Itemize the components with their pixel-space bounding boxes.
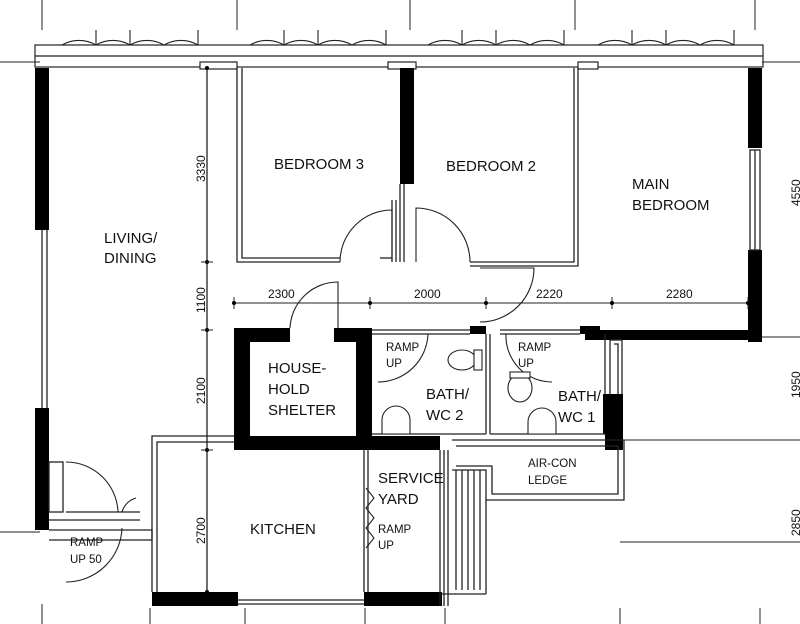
structural-walls bbox=[35, 68, 762, 606]
dim-2220: 2220 bbox=[536, 287, 563, 301]
dim-2100: 2100 bbox=[194, 377, 208, 404]
dim-2300: 2300 bbox=[268, 287, 295, 301]
label-air-con: AIR-CON bbox=[528, 458, 577, 470]
dim-2280: 2280 bbox=[666, 287, 693, 301]
label-wc-1: WC 1 bbox=[558, 409, 596, 426]
dim-4550: 4550 bbox=[789, 179, 800, 206]
label-bedroom-3: BEDROOM 3 bbox=[274, 156, 364, 173]
dim-2700: 2700 bbox=[194, 517, 208, 544]
label-shelter: SHELTER bbox=[268, 402, 336, 419]
ramp-yard: RAMP bbox=[378, 524, 412, 536]
label-ledge: LEDGE bbox=[528, 475, 567, 487]
label-main-bedroom: BEDROOM bbox=[632, 197, 710, 214]
label-wc-2: WC 2 bbox=[426, 407, 464, 424]
ramp-bath-1: RAMP bbox=[518, 342, 552, 354]
dim-1100: 1100 bbox=[194, 287, 208, 313]
label-bath-1: BATH/ bbox=[558, 388, 602, 405]
label-bedroom-2: BEDROOM 2 bbox=[446, 158, 536, 175]
dim-2000: 2000 bbox=[414, 287, 441, 301]
label-living: LIVING/ bbox=[104, 230, 158, 247]
label-service: SERVICE bbox=[378, 470, 444, 487]
ramp-bath-2: RAMP bbox=[386, 342, 420, 354]
window-casements bbox=[61, 30, 735, 46]
ramp-bath-2-up: UP bbox=[386, 358, 402, 370]
vertical-dimension-ticks bbox=[201, 261, 213, 451]
ramp-entry-up: UP 50 bbox=[70, 554, 102, 566]
label-main: MAIN bbox=[632, 176, 670, 193]
ramp-entry: RAMP bbox=[70, 537, 104, 549]
dim-1950: 1950 bbox=[789, 371, 800, 398]
dim-3330: 3330 bbox=[194, 155, 208, 182]
ramp-yard-up: UP bbox=[378, 540, 394, 552]
label-dining: DINING bbox=[104, 250, 157, 267]
dim-2850: 2850 bbox=[789, 509, 800, 536]
label-shelter-house: HOUSE- bbox=[268, 360, 326, 377]
label-shelter-hold: HOLD bbox=[268, 381, 310, 398]
door-swings bbox=[65, 207, 553, 583]
ramp-bath-1-up: UP bbox=[518, 358, 534, 370]
label-bath-2: BATH/ bbox=[426, 386, 470, 403]
label-kitchen: KITCHEN bbox=[250, 521, 316, 538]
sanitary-fixtures bbox=[381, 349, 557, 435]
top-window-band bbox=[34, 44, 764, 70]
label-yard: YARD bbox=[378, 491, 419, 508]
